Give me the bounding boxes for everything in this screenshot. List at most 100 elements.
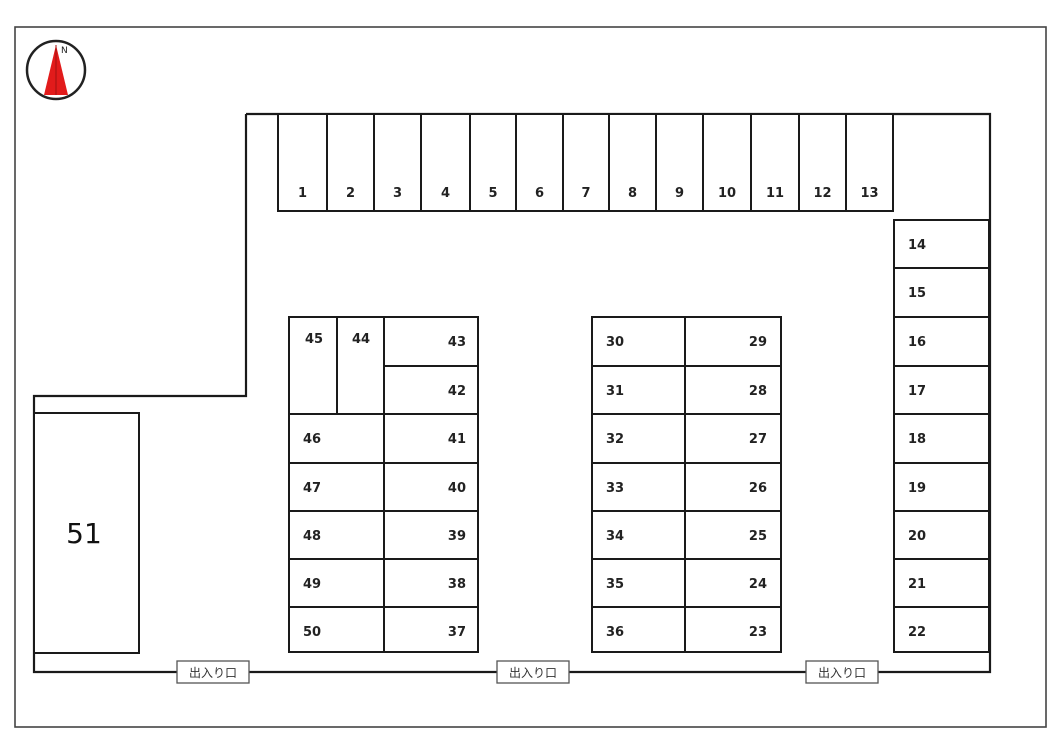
parking-space-28-label: 28 <box>749 384 767 399</box>
parking-space-24-label: 24 <box>749 577 767 592</box>
parking-space-12[interactable] <box>798 113 847 212</box>
parking-space-7-label: 7 <box>581 186 590 201</box>
parking-space-27-label: 27 <box>749 432 767 447</box>
compass-icon: N <box>25 39 87 101</box>
parking-space-36-label: 36 <box>606 625 624 640</box>
parking-space-42-label: 42 <box>448 384 466 399</box>
parking-space-33[interactable] <box>591 462 686 512</box>
parking-space-10[interactable] <box>702 113 752 212</box>
parking-space-37-label: 37 <box>448 625 466 640</box>
parking-space-36[interactable] <box>591 606 686 653</box>
parking-space-39-label: 39 <box>448 529 466 544</box>
parking-space-10-label: 10 <box>718 186 736 201</box>
parking-space-8-label: 8 <box>628 186 637 201</box>
parking-space-43[interactable] <box>383 316 479 367</box>
parking-space-31-label: 31 <box>606 384 624 399</box>
parking-space-50[interactable] <box>288 606 385 653</box>
parking-space-43-label: 43 <box>448 335 466 350</box>
parking-space-35[interactable] <box>591 558 686 608</box>
parking-space-38-label: 38 <box>448 577 466 592</box>
parking-space-21[interactable] <box>893 558 990 608</box>
parking-space-34-label: 34 <box>606 529 624 544</box>
parking-space-25-label: 25 <box>749 529 767 544</box>
parking-space-6[interactable] <box>515 113 564 212</box>
parking-space-12-label: 12 <box>813 186 831 201</box>
parking-space-13-label: 13 <box>860 186 878 201</box>
parking-space-16[interactable] <box>893 316 990 367</box>
parking-space-23-label: 23 <box>749 625 767 640</box>
parking-space-22[interactable] <box>893 606 990 653</box>
parking-space-19[interactable] <box>893 462 990 512</box>
parking-space-7[interactable] <box>562 113 610 212</box>
entrance-label: 出入り口 <box>509 666 557 680</box>
parking-space-14-label: 14 <box>908 238 926 253</box>
parking-space-32-label: 32 <box>606 432 624 447</box>
entrance-label: 出入り口 <box>818 666 866 680</box>
parking-space-11[interactable] <box>750 113 800 212</box>
parking-space-25[interactable] <box>684 510 782 560</box>
parking-space-9-label: 9 <box>675 186 684 201</box>
parking-space-37[interactable] <box>383 606 479 653</box>
parking-space-20-label: 20 <box>908 529 926 544</box>
parking-space-19-label: 19 <box>908 481 926 496</box>
parking-space-28[interactable] <box>684 365 782 415</box>
parking-space-49-label: 49 <box>303 577 321 592</box>
parking-space-26-label: 26 <box>749 481 767 496</box>
entrance-2 <box>496 660 570 684</box>
entrance-1 <box>176 660 250 684</box>
parking-space-45-label: 45 <box>305 332 323 347</box>
parking-space-9[interactable] <box>655 113 704 212</box>
entrance-3 <box>805 660 879 684</box>
parking-space-20[interactable] <box>893 510 990 560</box>
parking-space-42[interactable] <box>383 365 479 415</box>
parking-space-48[interactable] <box>288 510 385 560</box>
parking-space-4-label: 4 <box>441 186 450 201</box>
parking-space-17[interactable] <box>893 365 990 415</box>
parking-space-18[interactable] <box>893 413 990 464</box>
parking-space-40[interactable] <box>383 462 479 512</box>
parking-space-29-label: 29 <box>749 335 767 350</box>
parking-space-5-label: 5 <box>488 186 497 201</box>
parking-space-39[interactable] <box>383 510 479 560</box>
parking-space-16-label: 16 <box>908 335 926 350</box>
parking-space-48-label: 48 <box>303 529 321 544</box>
parking-space-22-label: 22 <box>908 625 926 640</box>
compass-north-label: N <box>61 46 68 56</box>
parking-space-24[interactable] <box>684 558 782 608</box>
parking-space-47-label: 47 <box>303 481 321 496</box>
parking-space-46[interactable] <box>288 413 385 464</box>
parking-space-35-label: 35 <box>606 577 624 592</box>
parking-space-3[interactable] <box>373 113 422 212</box>
parking-space-47[interactable] <box>288 462 385 512</box>
parking-space-15[interactable] <box>893 267 990 318</box>
parking-space-15-label: 15 <box>908 286 926 301</box>
center-block-spaces: 30 31 32 33 34 35 36 29 28 27 26 25 24 23 <box>591 316 782 653</box>
parking-space-18-label: 18 <box>908 432 926 447</box>
parking-space-51[interactable] <box>33 412 140 654</box>
parking-space-6-label: 6 <box>535 186 544 201</box>
parking-space-23[interactable] <box>684 606 782 653</box>
parking-space-14[interactable] <box>893 219 990 269</box>
parking-space-4[interactable] <box>420 113 471 212</box>
parking-space-29[interactable] <box>684 316 782 367</box>
parking-space-17-label: 17 <box>908 384 926 399</box>
parking-space-5[interactable] <box>469 113 517 212</box>
parking-space-3-label: 3 <box>393 186 402 201</box>
parking-space-8[interactable] <box>608 113 657 212</box>
parking-space-33-label: 33 <box>606 481 624 496</box>
parking-space-44[interactable] <box>336 316 385 415</box>
parking-space-32[interactable] <box>591 413 686 464</box>
parking-space-40-label: 40 <box>448 481 466 496</box>
parking-space-49[interactable] <box>288 558 385 608</box>
lot-boundary <box>32 112 992 674</box>
parking-space-13[interactable] <box>845 113 894 212</box>
parking-space-41[interactable] <box>383 413 479 464</box>
parking-space-30-label: 30 <box>606 335 624 350</box>
parking-space-51-label: 51 <box>66 517 102 550</box>
parking-space-50-label: 50 <box>303 625 321 640</box>
parking-space-41-label: 41 <box>448 432 466 447</box>
parking-space-2[interactable] <box>326 113 375 212</box>
